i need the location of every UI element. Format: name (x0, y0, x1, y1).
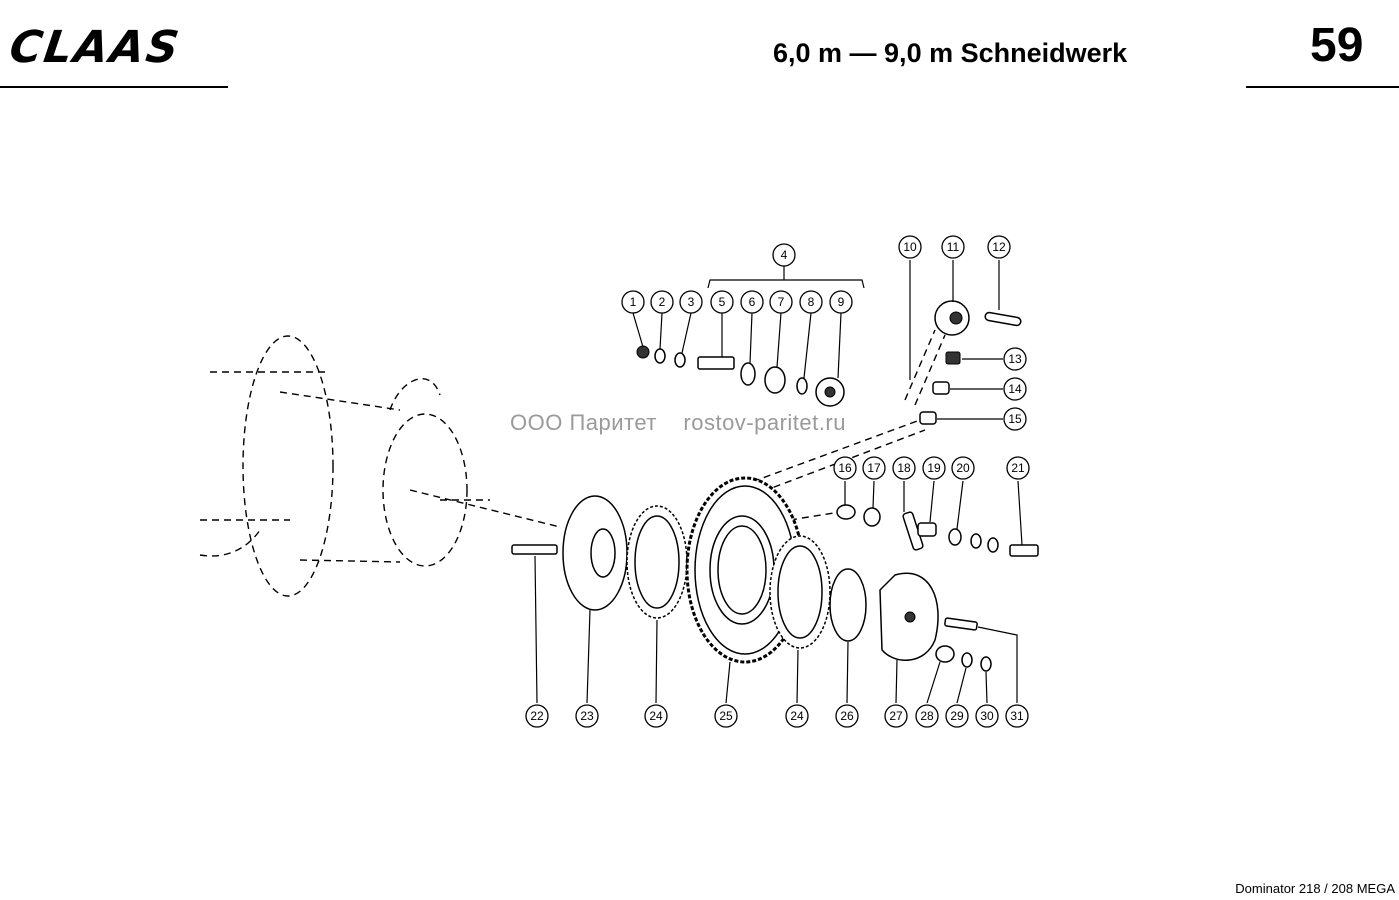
callout-28: 28 (915, 704, 939, 728)
callout-21: 21 (1006, 456, 1030, 480)
callout-29: 29 (945, 704, 969, 728)
svg-text:30: 30 (980, 709, 994, 723)
header-rule-right (1246, 86, 1399, 88)
callout-24-left: 24 (644, 704, 668, 728)
svg-text:6: 6 (749, 295, 756, 309)
svg-text:1: 1 (630, 295, 637, 309)
svg-text:22: 22 (530, 709, 544, 723)
callout-12: 12 (987, 235, 1011, 259)
sprocket-and-chain-parts (919, 300, 1022, 425)
callout-3: 3 (679, 290, 703, 314)
svg-text:13: 13 (1008, 352, 1022, 366)
callout-9: 9 (829, 290, 853, 314)
callout-30: 30 (975, 704, 999, 728)
callout-20: 20 (951, 456, 975, 480)
svg-text:9: 9 (838, 295, 845, 309)
callout-7: 7 (769, 290, 793, 314)
svg-text:14: 14 (1008, 382, 1022, 396)
callout-19: 19 (922, 456, 946, 480)
footer-model: Dominator 218 / 208 MEGA (1235, 881, 1395, 896)
svg-text:24: 24 (649, 709, 663, 723)
callout-26: 26 (835, 704, 859, 728)
callout-11: 11 (941, 235, 965, 259)
callout-31: 31 (1005, 704, 1029, 728)
svg-text:21: 21 (1011, 461, 1025, 475)
callout-24-right: 24 (785, 704, 809, 728)
drive-assembly (511, 476, 1039, 672)
svg-text:27: 27 (889, 709, 903, 723)
callout-23: 23 (575, 704, 599, 728)
callout-27: 27 (884, 704, 908, 728)
svg-text:18: 18 (897, 461, 911, 475)
callout-14: 14 (1003, 377, 1027, 401)
svg-text:5: 5 (719, 295, 726, 309)
svg-text:16: 16 (838, 461, 852, 475)
callout-1: 1 (621, 290, 645, 314)
callout-18: 18 (892, 456, 916, 480)
watermark: ООО Паритет rostov-paritet.ru (510, 410, 846, 436)
svg-text:8: 8 (808, 295, 815, 309)
watermark-company: ООО Паритет (510, 410, 657, 435)
callout-15: 15 (1003, 407, 1027, 431)
svg-text:10: 10 (903, 240, 917, 254)
svg-text:3: 3 (688, 295, 695, 309)
svg-text:4: 4 (781, 248, 788, 262)
page-number: 59 (1310, 19, 1364, 72)
svg-text:29: 29 (950, 709, 964, 723)
callout-8: 8 (799, 290, 823, 314)
housing-outline (199, 329, 946, 597)
callout-17: 17 (862, 456, 886, 480)
svg-text:25: 25 (719, 709, 733, 723)
svg-text:26: 26 (840, 709, 854, 723)
upper-parts (636, 345, 845, 407)
callout-10: 10 (898, 235, 922, 259)
svg-text:11: 11 (947, 240, 960, 254)
svg-text:31: 31 (1010, 709, 1024, 723)
leader-lines (534, 260, 1023, 704)
svg-text:23: 23 (580, 709, 594, 723)
svg-text:20: 20 (956, 461, 970, 475)
svg-text:17: 17 (867, 461, 881, 475)
callout-5: 5 (710, 290, 734, 314)
svg-text:2: 2 (659, 295, 666, 309)
watermark-site: rostov-paritet.ru (683, 410, 846, 435)
svg-text:24: 24 (790, 709, 804, 723)
header-rule-left (0, 86, 228, 88)
svg-text:19: 19 (927, 461, 941, 475)
page-title: 6,0 m — 9,0 m Schneidwerk (773, 38, 1128, 68)
svg-text:15: 15 (1008, 412, 1022, 426)
callout-16: 16 (833, 456, 857, 480)
callout-22: 22 (525, 704, 549, 728)
callout-6: 6 (740, 290, 764, 314)
callout-2: 2 (650, 290, 674, 314)
svg-text:12: 12 (992, 240, 1006, 254)
callout-25: 25 (714, 704, 738, 728)
svg-text:28: 28 (920, 709, 934, 723)
svg-text:7: 7 (778, 295, 785, 309)
callout-4: 4 (772, 243, 796, 267)
callout-13: 13 (1003, 347, 1027, 371)
